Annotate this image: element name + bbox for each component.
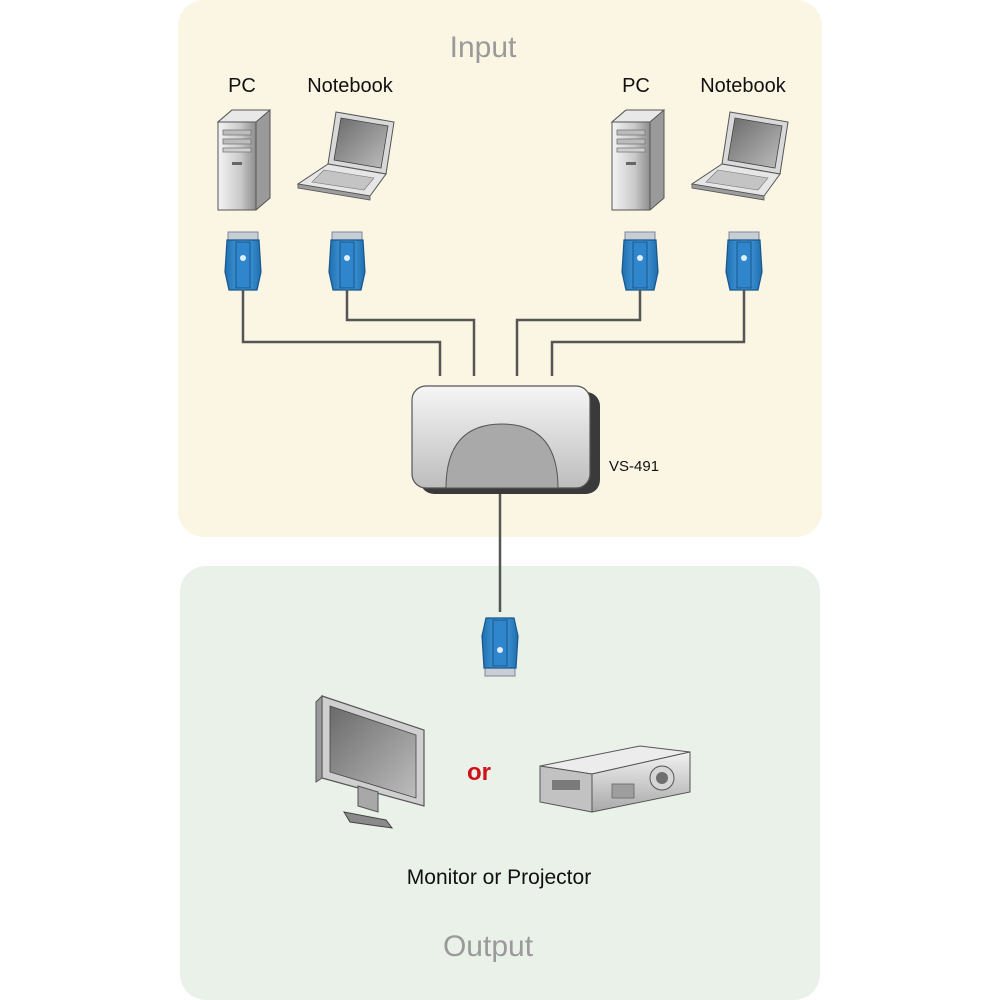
notebook-icon xyxy=(297,111,395,201)
vga-connector-icon xyxy=(224,231,262,291)
notebook-label: Notebook xyxy=(700,75,786,97)
pc-label: PC xyxy=(228,75,256,97)
pc-tower-icon xyxy=(217,109,271,211)
vga-connector-icon xyxy=(328,231,366,291)
input-section-title: Input xyxy=(449,31,517,64)
output-devices-label: Monitor or Projector xyxy=(406,866,592,889)
input-cables xyxy=(241,290,746,376)
video-switch-icon xyxy=(411,385,600,494)
switch-model-label: VS-491 xyxy=(609,458,660,475)
notebook-icon xyxy=(691,111,789,201)
projector-icon xyxy=(539,745,691,813)
lcd-monitor-icon xyxy=(315,694,425,829)
vga-connector-icon xyxy=(621,231,659,291)
or-label: or xyxy=(467,759,491,786)
notebook-label: Notebook xyxy=(307,75,393,97)
pc-label: PC xyxy=(622,75,650,97)
vga-connector-icon xyxy=(481,617,519,677)
pc-tower-icon xyxy=(611,109,665,211)
output-section-title: Output xyxy=(442,930,534,963)
vga-connector-icon xyxy=(725,231,763,291)
